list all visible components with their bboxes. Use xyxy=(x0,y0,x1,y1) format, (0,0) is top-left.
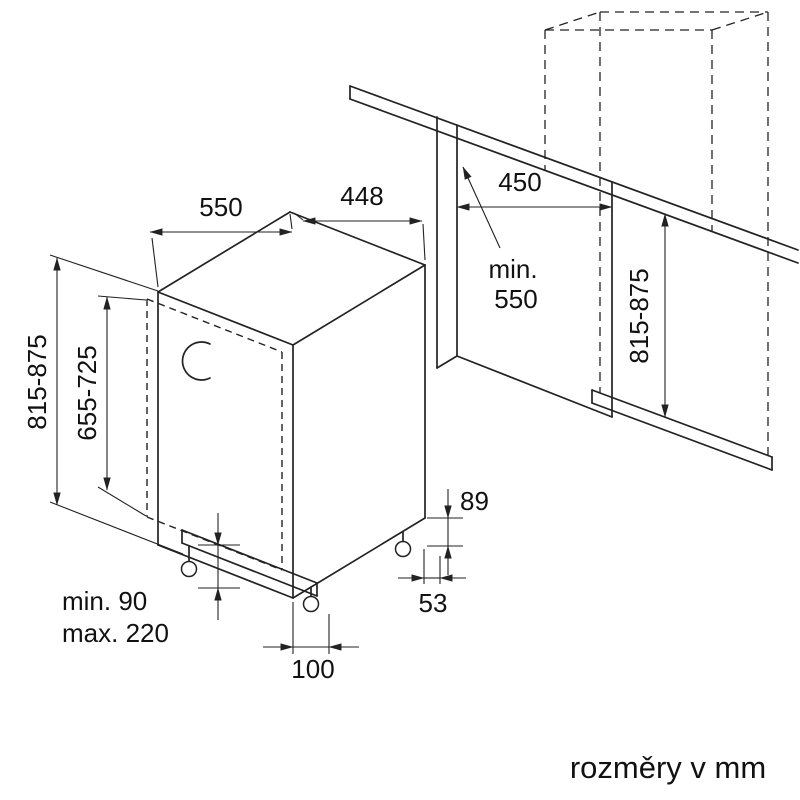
dim-label-niche-width-450: 450 xyxy=(498,167,541,197)
dim-label-min-depth-word: min. xyxy=(488,254,537,284)
niche-floor-strip xyxy=(591,389,773,471)
appliance-feet xyxy=(180,531,412,613)
countertop-lines xyxy=(349,85,799,264)
dim-label-front-foot-100: 100 xyxy=(291,654,334,684)
dim-width-448: 448 xyxy=(293,181,426,261)
units-note: rozměry v mm xyxy=(570,750,766,785)
dim-niche-width-450: 450 xyxy=(456,167,613,211)
dim-label-door-panel-height: 655-725 xyxy=(72,345,102,440)
appliance-outline xyxy=(157,211,426,599)
dim-label-min-depth-value: 550 xyxy=(494,284,537,314)
dim-label-width-448: 448 xyxy=(340,181,383,211)
dim-plinth-range: min. 90 max. 220 xyxy=(62,513,240,648)
niche-cabinet-dashed xyxy=(544,11,769,455)
dim-depth-550: 550 xyxy=(149,192,293,288)
dim-label-base-height-89: 89 xyxy=(460,486,489,516)
dim-niche-depth-min-550: min. 550 xyxy=(462,166,538,314)
door-panel-dashed xyxy=(146,298,283,571)
dim-label-rear-foot-53: 53 xyxy=(419,588,448,618)
door-handle xyxy=(181,341,211,381)
dim-label-plinth-max: max. 220 xyxy=(62,618,169,648)
dim-appliance-height: 815-875 xyxy=(22,254,184,555)
dim-label-plinth-min: min. 90 xyxy=(62,586,147,616)
dim-label-appliance-height: 815-875 xyxy=(22,334,52,429)
dim-label-depth-550: 550 xyxy=(199,192,242,222)
dim-front-foot-100: 100 xyxy=(263,602,359,684)
dim-niche-height: 815-875 xyxy=(624,213,669,418)
dim-label-niche-height: 815-875 xyxy=(624,268,654,363)
dim-rear-foot-53: 53 xyxy=(398,549,466,618)
dim-base-height-89: 89 xyxy=(427,486,489,575)
niche-opening xyxy=(436,116,613,418)
dim-door-panel-height: 655-725 xyxy=(72,295,147,517)
